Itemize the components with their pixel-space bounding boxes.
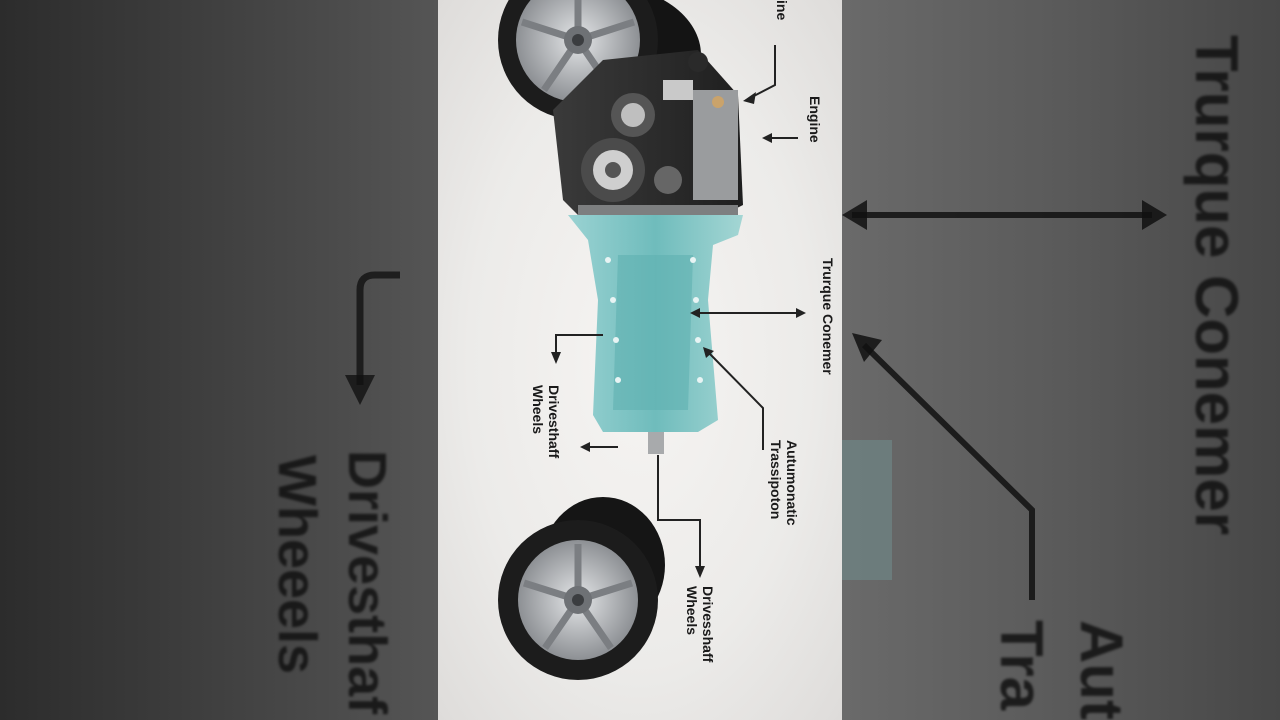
drivetrain-artwork — [498, 0, 806, 680]
right-blurred-background: Trurque Conemer Aut Tra — [842, 0, 1280, 720]
right-background-arrows — [842, 200, 1167, 600]
left-background-label-2: Wheeels — [267, 455, 327, 675]
driveshaft-lower-line-1: Drivesshaff — [700, 586, 716, 663]
drivetrain-diagram: ine Engine Trurque Conemer Autumonatic T… — [438, 0, 842, 720]
right-background-label-2: Aut — [1068, 620, 1135, 720]
driveshaft-upper-line-2: Wheels — [530, 385, 546, 435]
left-blurred-background: Drivesthaf Wheeels — [0, 0, 438, 720]
engine-block — [553, 50, 743, 217]
arrowheads — [551, 92, 806, 578]
left-background-label-1: Drivesthaf — [337, 450, 397, 715]
driveshaft-lower-line-2: Wheels — [684, 586, 700, 636]
bottom-wheel — [498, 497, 665, 680]
transmission — [568, 215, 743, 454]
engine-label-partial: ine — [774, 0, 790, 21]
driveshaft-upper-line-1: Drivesthaff — [546, 385, 562, 459]
right-background-label-3: Tra — [988, 620, 1055, 711]
engine-label: Engine — [807, 96, 823, 143]
driveshaft-wheels-label-upper: Drivesthaff Wheels — [530, 385, 562, 458]
automatic-transmission-line-2: Trassipoton — [768, 440, 784, 520]
torque-converter-label: Trurque Conemer — [820, 258, 836, 375]
annotation-arrows — [555, 45, 800, 570]
left-background-arrow — [345, 271, 400, 405]
right-background-label-1: Trurque Conemer — [1183, 35, 1250, 536]
automatic-transmission-line-1: Autumonatic — [784, 440, 800, 526]
driveshaft-wheels-label-lower: Drivesshaff Wheels — [684, 586, 716, 662]
automatic-transmission-label: Autumonatic Trassipoton — [768, 440, 800, 526]
